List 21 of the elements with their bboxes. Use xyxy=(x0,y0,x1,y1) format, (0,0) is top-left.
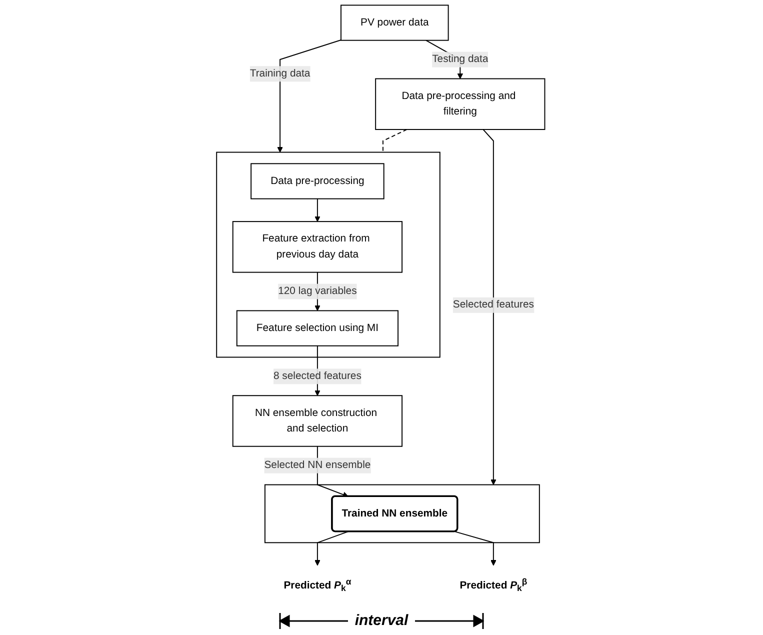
edge-label: Selected NN ensemble xyxy=(264,460,371,471)
arrow xyxy=(277,40,342,153)
connector xyxy=(382,129,408,153)
node-box: Feature extraction from previous day data xyxy=(232,221,402,273)
edge-label: 120 lag variables xyxy=(278,286,357,297)
cluster xyxy=(216,152,440,358)
cluster xyxy=(264,484,540,544)
arrow xyxy=(314,531,348,566)
arrow xyxy=(314,198,320,222)
node-box: NN ensemble construction and selection xyxy=(232,395,402,447)
node-box: Data pre-processing xyxy=(250,163,384,200)
edge-label: 8 selected features xyxy=(273,370,362,382)
edge-label: Training data xyxy=(250,68,310,80)
edge-label: Selected features xyxy=(452,299,534,310)
node-box: Data pre-processing and filtering xyxy=(374,78,546,130)
node-box: PV power data xyxy=(340,4,449,41)
arrow xyxy=(482,129,496,485)
interval-label: interval xyxy=(354,612,408,629)
node-box: Feature selection using MI xyxy=(236,310,398,346)
edge-label: Testing data xyxy=(432,54,488,65)
arrow xyxy=(454,531,496,566)
